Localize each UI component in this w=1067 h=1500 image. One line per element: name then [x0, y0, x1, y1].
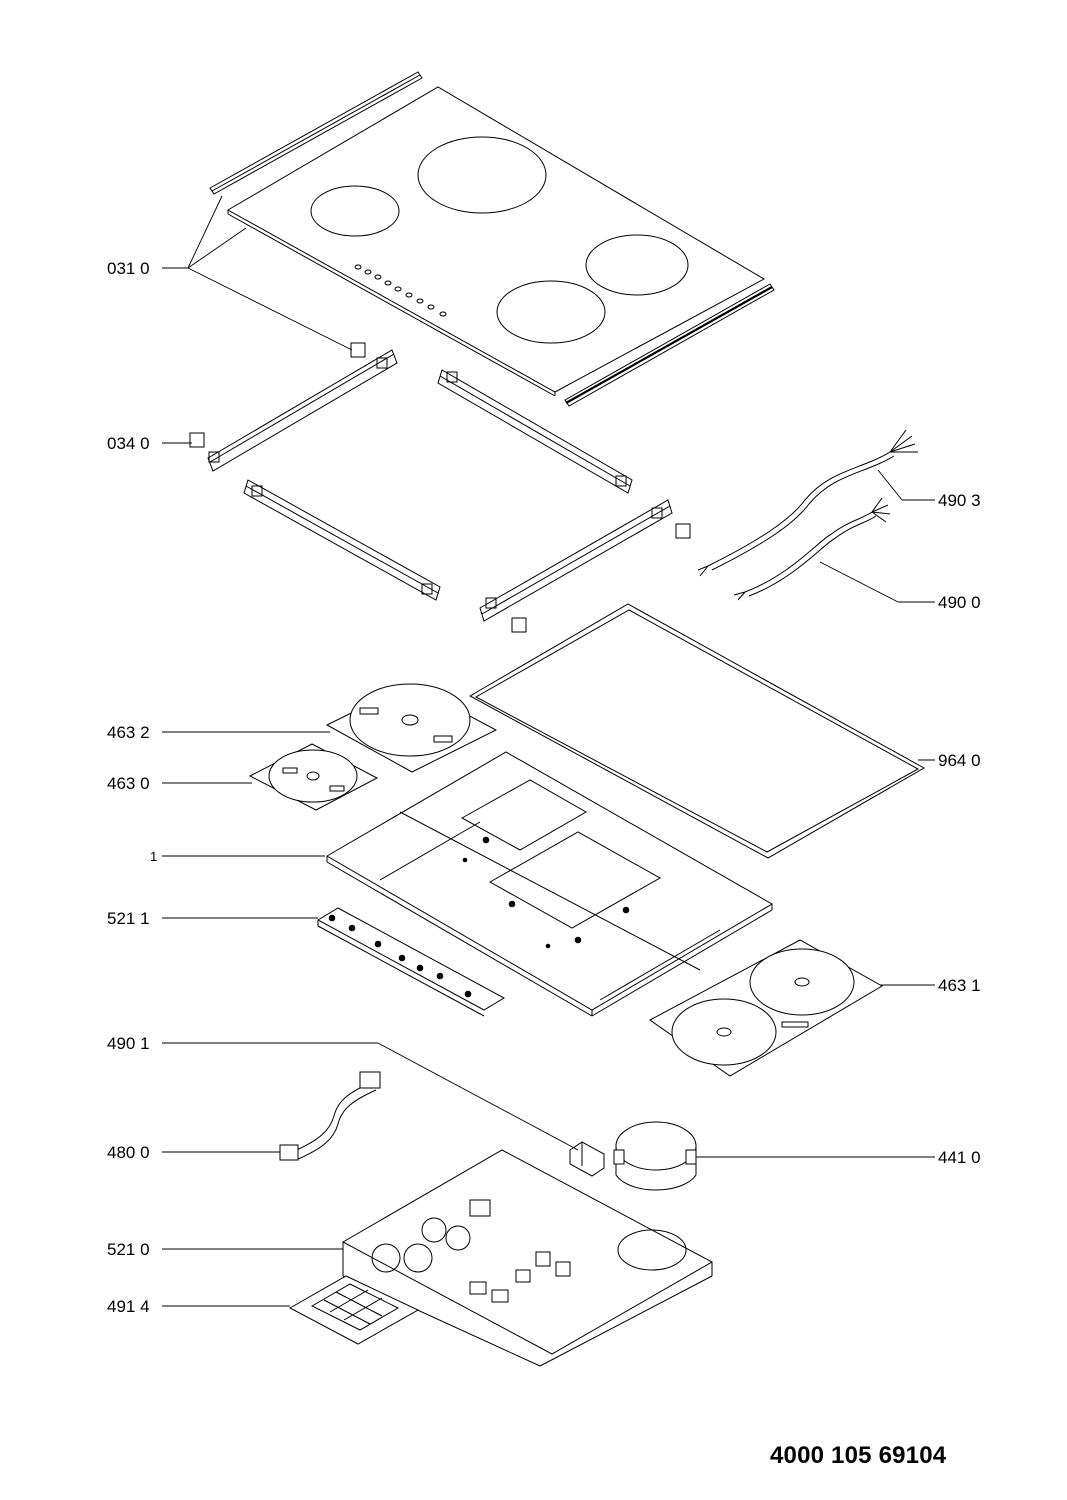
callout-441-0: 441 0: [938, 1148, 981, 1167]
callout-521-0: 521 0: [107, 1240, 150, 1259]
callout-490-0: 490 0: [938, 593, 981, 612]
reference-number: 4000 105 69104: [770, 1442, 947, 1469]
callout-491-4: 491 4: [107, 1297, 150, 1316]
callout-labels: 031 0 034 0 490 3 490 0 463 2 463 0 964 …: [107, 259, 981, 1316]
induction-coils-left: [248, 683, 498, 811]
ribbon-cable: [279, 1071, 381, 1161]
callout-480-0: 480 0: [107, 1143, 150, 1162]
filter: [288, 1275, 420, 1345]
power-cables: [697, 429, 918, 601]
leader-lines: [162, 195, 935, 1307]
control-board: [316, 907, 506, 1017]
callout-490-3: 490 3: [938, 491, 981, 510]
callout-1: 1: [150, 849, 157, 864]
callout-463-1: 463 1: [938, 976, 981, 995]
glass-cooktop: [209, 71, 775, 407]
callout-521-1: 521 1: [107, 909, 150, 928]
power-board-housing: [341, 1149, 714, 1367]
connector-clip: [569, 1141, 605, 1177]
callout-463-2: 463 2: [107, 723, 150, 742]
gasket: [468, 603, 926, 859]
callout-031-0: 031 0: [107, 259, 150, 278]
callout-490-1: 490 1: [107, 1034, 150, 1053]
induction-coils-right: [649, 939, 884, 1077]
chassis-plate: [326, 751, 773, 1017]
fan-assembly: [613, 1121, 697, 1191]
callout-034-0: 034 0: [107, 434, 150, 453]
callout-964-0: 964 0: [938, 751, 981, 770]
callout-463-0: 463 0: [107, 774, 150, 793]
frame-profiles: [189, 342, 691, 633]
